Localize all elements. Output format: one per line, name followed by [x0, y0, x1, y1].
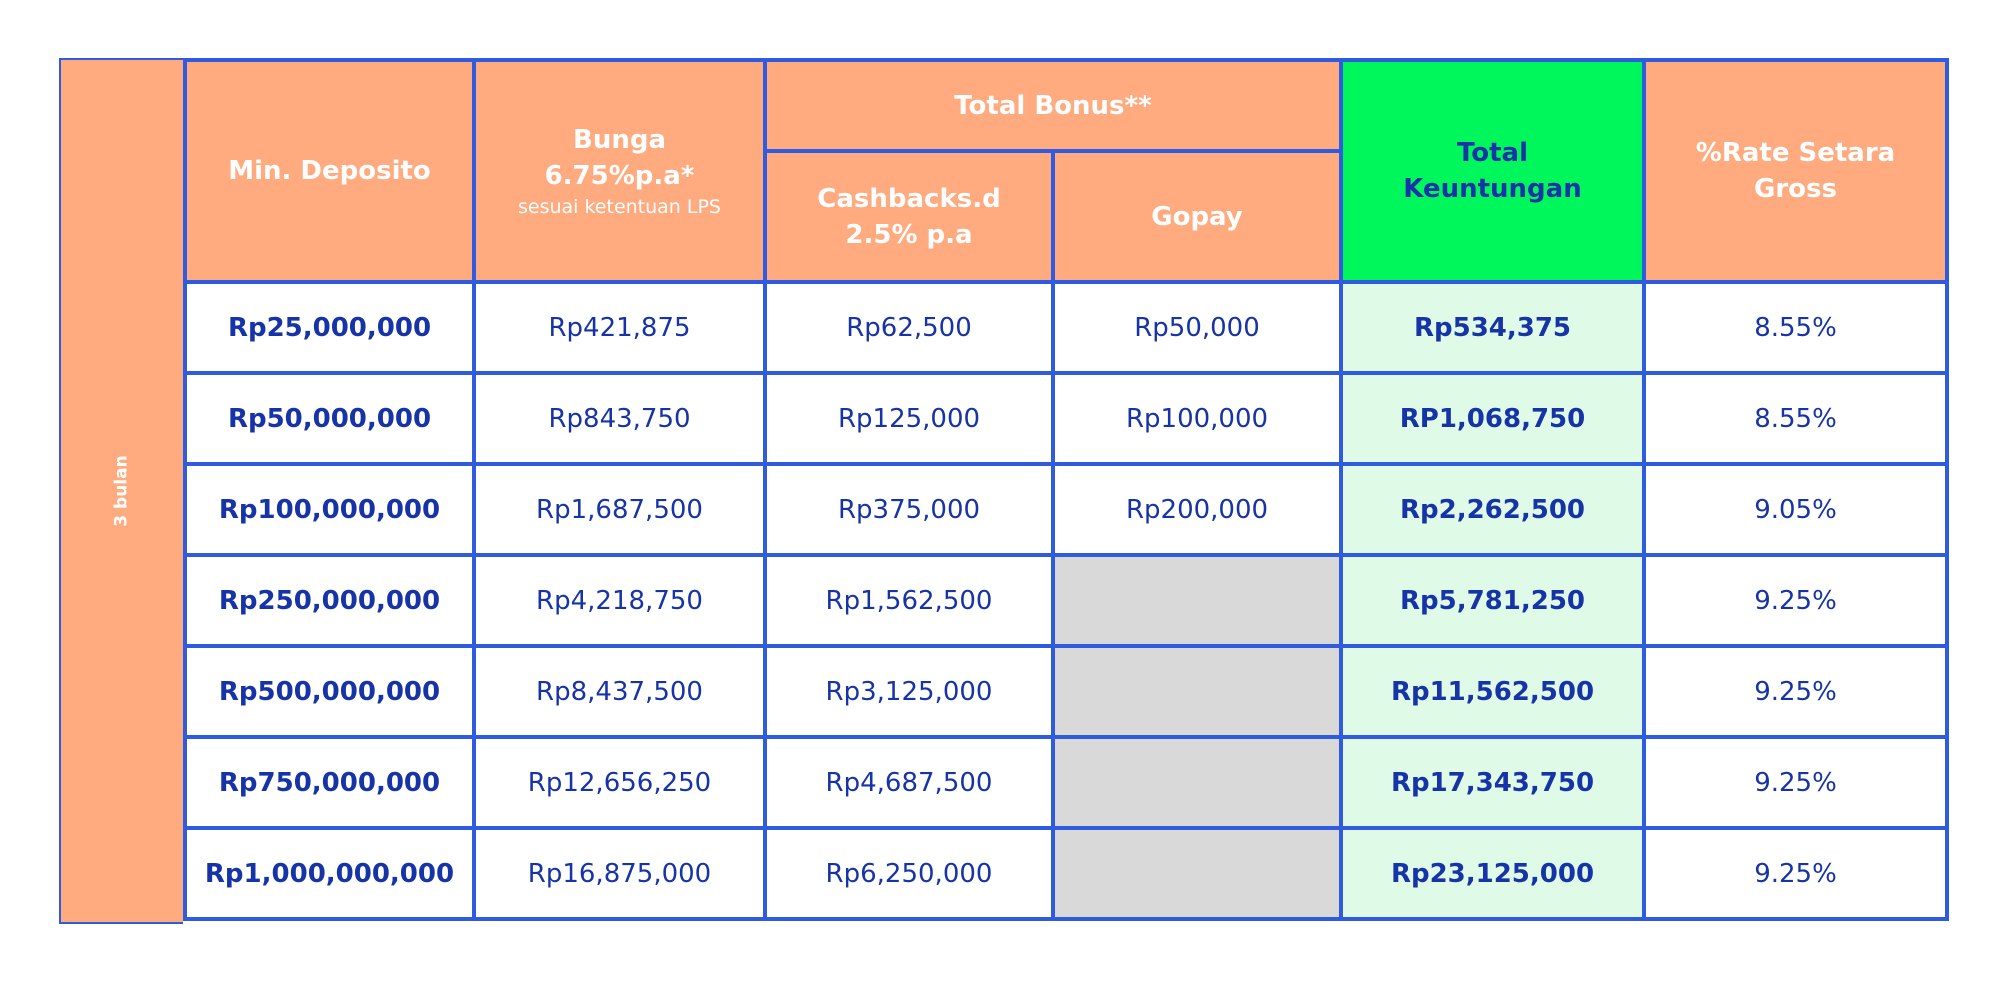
header-rate-setara-gross: %Rate Setara Gross — [1642, 58, 1949, 284]
rate-cell: 8.55% — [1642, 371, 1949, 466]
min-deposito-cell: Rp750,000,000 — [183, 735, 476, 830]
min-deposito-cell: Rp250,000,000 — [183, 553, 476, 648]
gopay-cell-empty — [1051, 826, 1343, 921]
total-keuntungan-cell: Rp23,125,000 — [1339, 826, 1646, 921]
total-keuntungan-cell: RP1,068,750 — [1339, 371, 1646, 466]
min-deposito-cell: Rp100,000,000 — [183, 462, 476, 557]
header-cashback: Cashbacks.d 2.5% p.a — [763, 149, 1055, 284]
header-gopay: Gopay — [1051, 149, 1343, 284]
bunga-cell: Rp1,687,500 — [472, 462, 767, 557]
cashback-cell: Rp6,250,000 — [763, 826, 1055, 921]
gopay-cell-empty — [1051, 735, 1343, 830]
table-row: Rp100,000,000 Rp1,687,500 Rp375,000 Rp20… — [183, 462, 1949, 557]
rate-cell: 9.25% — [1642, 644, 1949, 739]
rate-cell: 8.55% — [1642, 280, 1949, 375]
cashback-cell: Rp125,000 — [763, 371, 1055, 466]
tenor-label: 3 bulan — [111, 455, 132, 527]
cashback-cell: Rp3,125,000 — [763, 644, 1055, 739]
min-deposito-cell: Rp1,000,000,000 — [183, 826, 476, 921]
cashback-cell: Rp4,687,500 — [763, 735, 1055, 830]
gopay-cell: Rp200,000 — [1051, 462, 1343, 557]
tenor-label-bar: 3 bulan — [59, 58, 183, 924]
bunga-cell: Rp8,437,500 — [472, 644, 767, 739]
min-deposito-cell: Rp500,000,000 — [183, 644, 476, 739]
bunga-cell: Rp843,750 — [472, 371, 767, 466]
header-min-deposito: Min. Deposito — [183, 58, 476, 284]
header-total-bonus: Total Bonus** — [763, 58, 1343, 153]
table-row: Rp1,000,000,000 Rp16,875,000 Rp6,250,000… — [183, 826, 1949, 921]
bunga-cell: Rp12,656,250 — [472, 735, 767, 830]
table-row: Rp25,000,000 Rp421,875 Rp62,500 Rp50,000… — [183, 280, 1949, 375]
min-deposito-cell: Rp25,000,000 — [183, 280, 476, 375]
total-keuntungan-cell: Rp11,562,500 — [1339, 644, 1646, 739]
table-row: Rp500,000,000 Rp8,437,500 Rp3,125,000 Rp… — [183, 644, 1949, 739]
bunga-cell: Rp421,875 — [472, 280, 767, 375]
rate-cell: 9.05% — [1642, 462, 1949, 557]
total-keuntungan-cell: Rp2,262,500 — [1339, 462, 1646, 557]
rate-cell: 9.25% — [1642, 735, 1949, 830]
total-keuntungan-cell: Rp534,375 — [1339, 280, 1646, 375]
deposit-rate-table: Min. Deposito Bunga 6.75%p.a* sesuai ket… — [183, 58, 1949, 921]
header-total-keuntungan: Total Keuntungan — [1339, 58, 1646, 284]
min-deposito-cell: Rp50,000,000 — [183, 371, 476, 466]
header-bunga: Bunga 6.75%p.a* sesuai ketentuan LPS — [472, 58, 767, 284]
gopay-cell: Rp100,000 — [1051, 371, 1343, 466]
header-bunga-rate: 6.75%p.a* — [544, 161, 695, 191]
table-row: Rp250,000,000 Rp4,218,750 Rp1,562,500 Rp… — [183, 553, 1949, 648]
table-row: Rp50,000,000 Rp843,750 Rp125,000 Rp100,0… — [183, 371, 1949, 466]
rate-cell: 9.25% — [1642, 826, 1949, 921]
header-bunga-note: sesuai ketentuan LPS — [517, 196, 721, 218]
cashback-cell: Rp375,000 — [763, 462, 1055, 557]
cashback-cell: Rp62,500 — [763, 280, 1055, 375]
gopay-cell: Rp50,000 — [1051, 280, 1343, 375]
table-row: Rp750,000,000 Rp12,656,250 Rp4,687,500 R… — [183, 735, 1949, 830]
rate-cell: 9.25% — [1642, 553, 1949, 648]
cashback-cell: Rp1,562,500 — [763, 553, 1055, 648]
header-bunga-label: Bunga — [573, 125, 666, 155]
gopay-cell-empty — [1051, 644, 1343, 739]
gopay-cell-empty — [1051, 553, 1343, 648]
bunga-cell: Rp4,218,750 — [472, 553, 767, 648]
total-keuntungan-cell: Rp17,343,750 — [1339, 735, 1646, 830]
total-keuntungan-cell: Rp5,781,250 — [1339, 553, 1646, 648]
bunga-cell: Rp16,875,000 — [472, 826, 767, 921]
